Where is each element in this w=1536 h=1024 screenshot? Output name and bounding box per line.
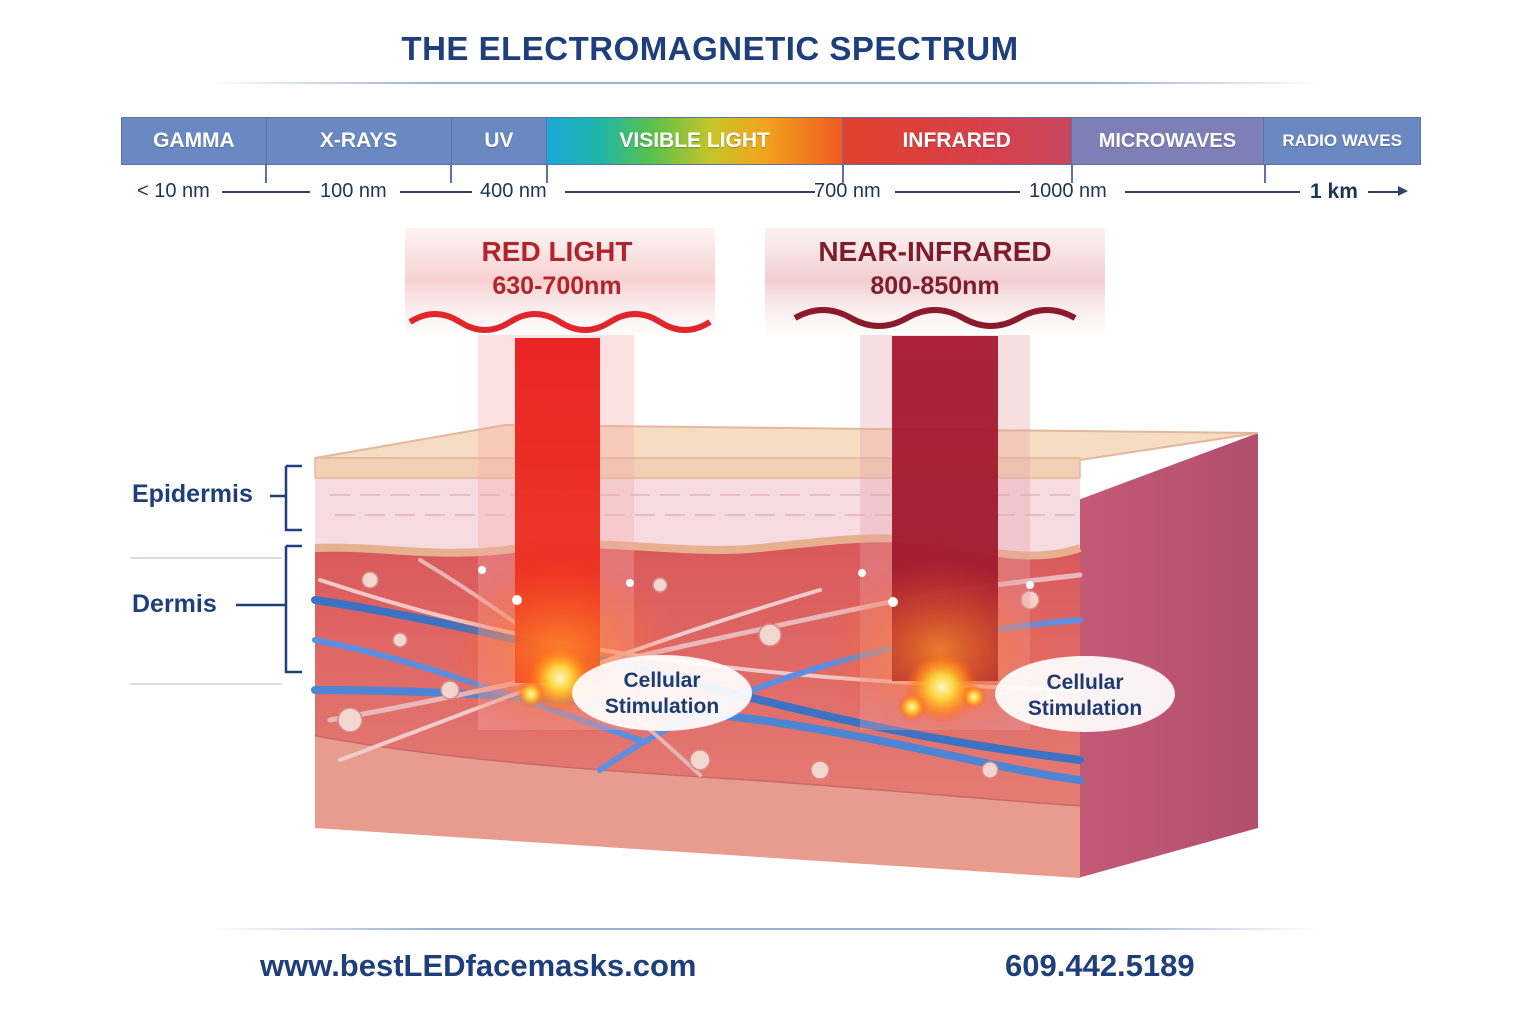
skin-surface-top [314, 423, 1259, 462]
band-visible-light: VISIBLE LIGHT [547, 118, 843, 164]
page-title: THE ELECTROMAGNETIC SPECTRUM [401, 30, 1019, 67]
subcutaneous-layer [315, 735, 1080, 878]
website-link[interactable]: www.bestLEDfacemasks.com [260, 948, 697, 983]
scale-tick [546, 165, 548, 183]
cellular-stimulation-label: Cellular Stimulation [1005, 670, 1165, 722]
near-infrared-hotspot-icon [962, 685, 986, 709]
scale-tick [1071, 165, 1073, 183]
near-infrared-label: NEAR-INFRARED 800-850nm [790, 236, 1080, 301]
wavelength-label: 1000 nm [1029, 180, 1107, 202]
red-wave-icon [408, 311, 712, 333]
wavelength-label: < 10 nm [137, 180, 210, 202]
stratum-corneum [314, 457, 1081, 479]
scale-line [400, 191, 472, 193]
stimulation-line: Stimulation [1027, 697, 1143, 720]
near-infrared-range: 800-850nm [870, 272, 1000, 300]
red-light-header-glow [405, 228, 715, 333]
stimulation-line: Cellular [623, 669, 701, 692]
skin-cross-section-diagram [130, 228, 1259, 878]
wavelength-label: 100 nm [320, 180, 387, 202]
band-infrared: INFRARED [842, 118, 1072, 164]
phone-number[interactable]: 609.442.5189 [1005, 948, 1195, 983]
scale-line [1125, 191, 1300, 193]
title-divider [210, 82, 1320, 84]
red-light-name: RED LIGHT [481, 236, 633, 267]
scale-line [565, 191, 815, 193]
scale-tick [1264, 165, 1266, 183]
wavelength-label: 700 nm [814, 180, 881, 202]
near-infrared-header-glow [765, 228, 1105, 333]
footer-divider [210, 928, 1320, 930]
skin-block-side [1078, 433, 1258, 878]
scale-line [222, 191, 310, 193]
band-x-rays: X-RAYS [266, 118, 452, 164]
band-radio-waves: RADIO WAVES [1264, 118, 1421, 164]
scale-line [1368, 191, 1400, 193]
near-infrared-name: NEAR-INFRARED [818, 236, 1052, 267]
scale-arrow-icon [1398, 186, 1408, 196]
red-light-range: 630-700nm [492, 272, 622, 300]
cellular-stimulation-label: Cellular Stimulation [582, 668, 742, 720]
stimulation-bubble [995, 656, 1175, 732]
red-light-label: RED LIGHT 630-700nm [422, 236, 692, 301]
stimulation-bubble [572, 655, 752, 731]
red-hotspot-icon [517, 680, 545, 708]
scale-tick [265, 165, 267, 183]
dermis-bracket [284, 544, 302, 674]
band-uv: UV [451, 118, 548, 164]
epidermis-label: Epidermis [132, 480, 253, 508]
sparkle-icons [478, 566, 1034, 607]
near-infrared-hotspot-icon [898, 693, 926, 721]
band-microwaves: MICROWAVES [1071, 118, 1265, 164]
epidermis-bracket [284, 464, 302, 532]
spectrum-bar: GAMMA X-RAYS UV VISIBLE LIGHT INFRARED M… [121, 117, 1421, 165]
scale-line [895, 191, 1020, 193]
wavelength-label: 1 km [1310, 180, 1358, 203]
stimulation-line: Cellular [1046, 671, 1124, 694]
scale-tick [450, 165, 452, 183]
scale-tick [842, 165, 844, 183]
band-gamma: GAMMA [122, 118, 267, 164]
dermis-label: Dermis [132, 590, 217, 618]
wavelength-label: 400 nm [480, 180, 547, 202]
near-infrared-wave-icon [793, 307, 1077, 329]
stimulation-line: Stimulation [604, 695, 720, 718]
